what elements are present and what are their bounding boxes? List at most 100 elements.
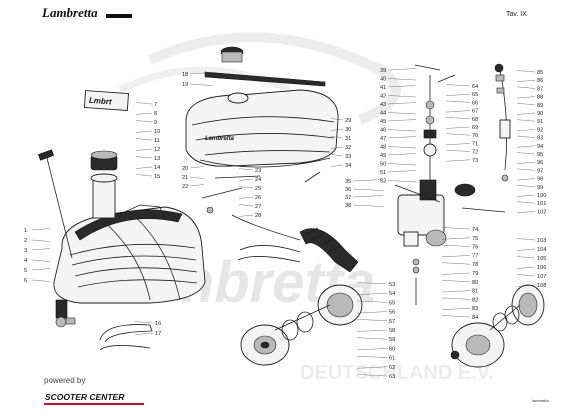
callout-leader	[189, 184, 205, 187]
callout-number: 1	[24, 228, 27, 234]
callout-number: 30	[345, 127, 351, 133]
callout-number: 101	[537, 201, 546, 207]
callout-leader	[445, 100, 471, 103]
callout-number: 66	[472, 100, 478, 106]
callout-leader	[516, 211, 536, 214]
callout-number: 85	[537, 70, 543, 76]
callout-leader	[516, 194, 536, 197]
callout-leader	[352, 195, 384, 198]
callout-number: 68	[472, 117, 478, 123]
sponsor-text: SCOOTER CENTER	[45, 392, 125, 402]
callout-leader	[516, 238, 536, 241]
callout-leader	[387, 95, 417, 98]
callout-leader	[134, 321, 154, 324]
callout-leader	[330, 146, 344, 149]
callout-number: 10	[154, 129, 160, 135]
callout-leader	[516, 96, 536, 99]
callout-leader	[441, 255, 471, 258]
callout-number: 58	[389, 328, 395, 334]
callout-number: 83	[472, 306, 478, 312]
callout-leader	[516, 178, 536, 181]
callout-leader	[31, 228, 51, 231]
callout-leader	[330, 128, 344, 131]
callout-leader	[356, 355, 388, 358]
callout-leader	[387, 102, 417, 105]
callout-number: 42	[380, 94, 386, 100]
callout-leader	[31, 259, 51, 262]
callout-number: 18	[182, 72, 188, 78]
callout-number: 36	[345, 187, 351, 193]
callout-leader	[356, 311, 388, 314]
callout-leader	[516, 201, 536, 204]
callout-leader	[445, 117, 471, 119]
callout-leader	[238, 186, 254, 189]
callout-number: 19	[182, 82, 188, 88]
callout-leader	[356, 282, 388, 285]
callout-number: 53	[389, 282, 395, 288]
callout-number: 21	[182, 175, 188, 181]
callout-leader	[516, 86, 536, 89]
callout-number: 93	[537, 136, 543, 142]
callout-leader	[356, 329, 388, 332]
callout-number: 73	[472, 158, 478, 164]
callout-number: 31	[345, 136, 351, 142]
callout-number: 13	[154, 156, 160, 162]
callout-number: 77	[472, 253, 478, 259]
callout-leader	[516, 168, 536, 171]
callout-leader	[387, 129, 417, 132]
callout-leader	[516, 135, 536, 138]
callout-leader	[445, 94, 471, 96]
callout-leader	[330, 164, 344, 167]
callout-leader	[134, 332, 154, 335]
callout-number: 6	[24, 278, 27, 284]
callout-number: 63	[389, 374, 395, 380]
callout-number: 25	[255, 186, 261, 192]
callout-leader	[387, 146, 417, 149]
callout-layer: 1234567891011121314151617181920212223242…	[24, 68, 546, 380]
callout-number: 48	[380, 145, 386, 151]
carburettor-assembly	[394, 64, 506, 247]
callout-number: 22	[182, 184, 188, 190]
svg-text:Lmbrt: Lmbrt	[89, 96, 113, 107]
callout-leader	[516, 119, 536, 122]
callout-number: 15	[154, 174, 160, 180]
callout-number: 64	[472, 84, 478, 90]
callout-number: 61	[389, 356, 395, 362]
callout-number: 103	[537, 238, 546, 244]
callout-leader	[516, 80, 536, 82]
callout-number: 29	[345, 118, 351, 124]
callout-number: 96	[537, 160, 543, 166]
callout-leader	[238, 204, 254, 207]
callout-number: 33	[345, 154, 351, 160]
callout-leader	[516, 152, 536, 155]
callout-number: 51	[380, 170, 386, 176]
callout-leader	[238, 196, 254, 199]
callout-number: 108	[537, 283, 546, 289]
callout-leader	[387, 78, 417, 81]
callout-leader	[441, 308, 471, 310]
callout-number: 92	[537, 127, 543, 133]
callout-number: 49	[380, 153, 386, 159]
callout-leader	[516, 274, 536, 277]
callout-leader	[352, 204, 384, 207]
callout-leader	[387, 68, 417, 71]
callout-leader	[356, 337, 388, 340]
callout-number: 8	[154, 111, 157, 117]
callout-leader	[135, 130, 153, 133]
callout-number: 90	[537, 111, 543, 117]
callout-leader	[516, 145, 536, 148]
callout-leader	[516, 129, 536, 132]
callout-number: 65	[472, 92, 478, 98]
callout-leader	[516, 256, 536, 259]
callout-number: 2	[24, 238, 27, 244]
callout-number: 89	[537, 103, 543, 109]
callout-number: 54	[389, 291, 395, 297]
lambretta-logo: Lambretta	[40, 6, 136, 20]
callout-number: 72	[472, 150, 478, 156]
callout-number: 69	[472, 125, 478, 131]
callout-leader	[387, 85, 417, 88]
callout-leader	[387, 136, 417, 139]
callout-number: 12	[154, 147, 160, 153]
filter-hose-assembly	[240, 227, 420, 366]
